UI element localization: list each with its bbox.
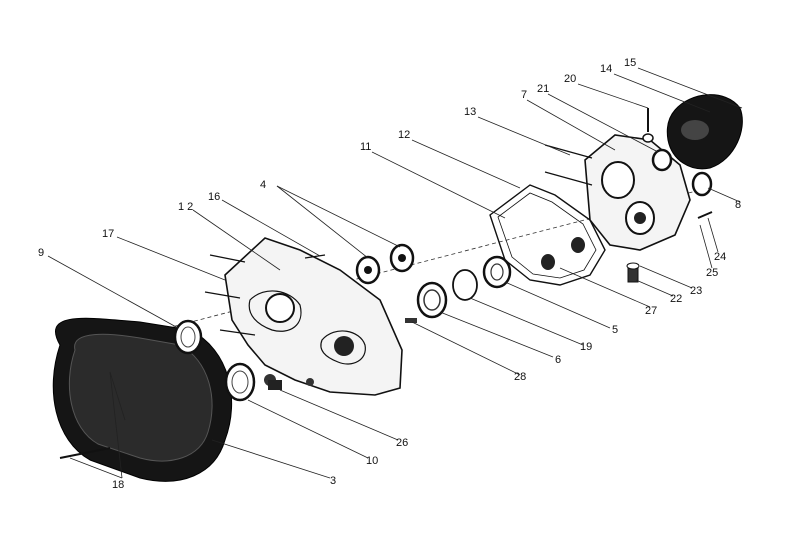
- callout-23: 23: [690, 285, 702, 297]
- callout-13: 13: [464, 106, 476, 118]
- callout-27: 27: [645, 305, 657, 317]
- bearing-ring: [224, 362, 256, 402]
- callout-5: 5: [612, 324, 618, 336]
- callout-15: 15: [624, 57, 636, 69]
- leader-lines: [47, 67, 743, 479]
- callout-4: 4: [260, 179, 266, 191]
- oil-seal: [691, 171, 713, 197]
- callout-3: 3: [330, 475, 336, 487]
- drain-plug: [626, 262, 640, 283]
- callout-19: 19: [580, 341, 592, 353]
- callout-11: 11: [360, 141, 371, 153]
- callout-26: 26: [396, 437, 408, 449]
- small-seal: [642, 108, 673, 172]
- callout-7: 7: [521, 89, 527, 101]
- callout-21: 21: [537, 83, 549, 95]
- callout-20: 20: [564, 73, 576, 85]
- callout-8: 8: [735, 199, 741, 211]
- dowel-pin: [268, 318, 417, 390]
- circlip: [452, 269, 478, 301]
- long-bolt: [59, 447, 111, 459]
- bushings: [541, 237, 585, 270]
- outer-cover: [52, 317, 232, 482]
- callout-28: 28: [514, 371, 526, 383]
- studs: [204, 254, 326, 336]
- callout-labels: 15 14 20 21 7 13 12 11 4 16 1 2 17 9 8 2…: [38, 57, 741, 491]
- callout-10: 10: [366, 455, 378, 467]
- callout-12: 12: [398, 129, 410, 141]
- small-screws: [697, 211, 713, 219]
- gasket: [489, 184, 606, 286]
- ball-bearing: [416, 281, 448, 319]
- callout-22: 22: [670, 293, 682, 305]
- callout-18: 18: [112, 479, 124, 491]
- seal-ring: [173, 319, 203, 355]
- end-cap: [666, 94, 743, 170]
- main-housing: [224, 237, 403, 396]
- bearing-pair: [355, 243, 415, 285]
- inner-bearing: [482, 255, 512, 289]
- callout-12b: 1 2: [178, 201, 193, 213]
- callout-17: 17: [102, 228, 114, 240]
- callout-6: 6: [555, 354, 561, 366]
- callout-9: 9: [38, 247, 44, 259]
- callout-16: 16: [208, 191, 220, 203]
- callout-24: 24: [714, 251, 726, 263]
- callout-14: 14: [600, 63, 612, 75]
- callout-25: 25: [706, 267, 718, 279]
